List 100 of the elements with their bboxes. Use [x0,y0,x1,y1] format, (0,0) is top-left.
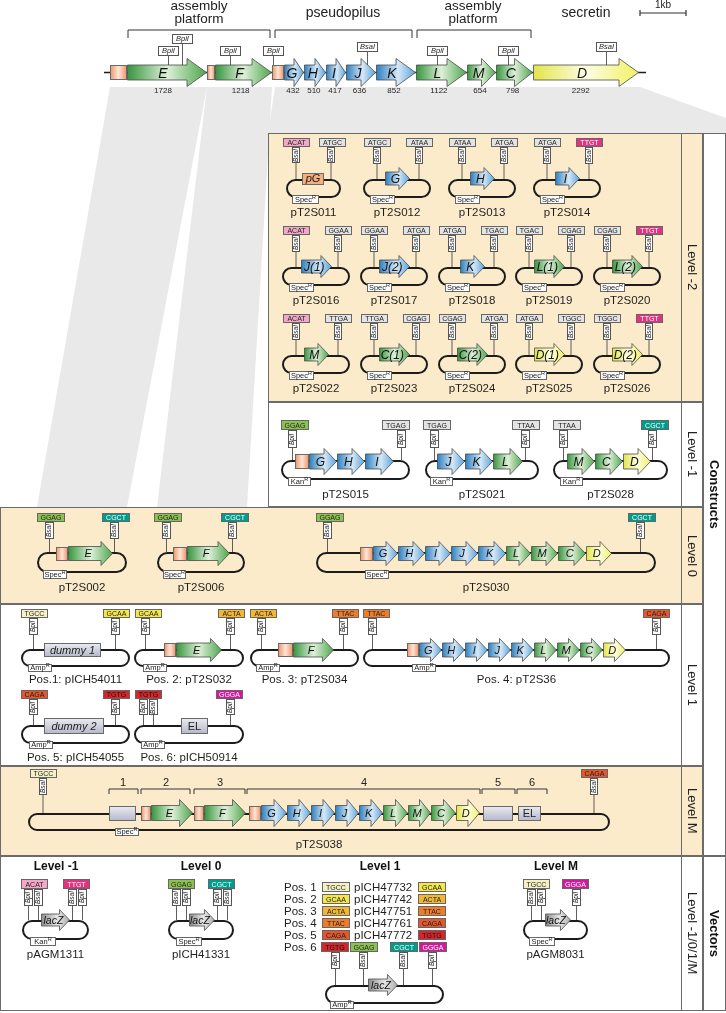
gene-symbol: K [460,255,485,278]
promoter-block [173,546,187,561]
gene-symbol: lacZ [545,909,571,931]
gene-block: dummy 2 [44,718,104,734]
gene-symbol: C(1) [379,343,410,366]
gene-length: 798 [505,87,520,95]
gene-symbol: D [586,541,612,566]
gene-symbol: C [496,58,533,87]
gene-block: EL [518,805,541,821]
gene-symbol: M [557,638,580,662]
leader-line [570,339,572,356]
gene-symbol: H [287,799,311,827]
gene-symbol: H [304,58,326,87]
leader-line [418,163,420,180]
leader-line [42,794,44,814]
gene-symbol: D [533,58,639,87]
leader-line [508,55,509,66]
plasmid-name: pT2S013 [458,207,506,219]
plasmid-name: pT2S025 [525,383,573,395]
promoter-block [407,643,419,657]
segment-number: 5 [494,777,502,788]
plasmid-name: pT2S022 [292,383,340,395]
table-text: pICH47761 [354,917,413,930]
leader-line [376,163,378,180]
gene-symbol: F [187,541,230,566]
leader-line [114,538,115,553]
gene-length: 2292 [571,87,590,95]
plasmid-name: pT2S017 [370,295,418,307]
scale-label: 1kb [654,0,672,10]
plasmid-name: pT2S015 [322,489,369,501]
gene-length: 510 [307,87,321,95]
leader-line [166,538,167,553]
gene-symbol: K [359,799,383,827]
leader-line [606,339,608,356]
plasmid-name: pT2S006 [177,582,225,594]
leader-line [656,634,657,650]
leader-line [367,51,368,66]
gene-symbol: L [493,448,523,475]
leader-line [28,905,29,921]
promoter-block [360,546,373,561]
gene-length: 636 [352,87,367,95]
gene-symbol: H [398,541,425,566]
vector-heading: Level 0 [180,860,222,872]
promoter-block [249,805,261,821]
gene-symbol: C [558,541,586,566]
gene-symbol: K [376,58,416,87]
gene-symbol: G [261,799,287,827]
vector-heading: Level 1 [359,860,401,872]
gene-symbol: lacZ [368,974,398,996]
plasmid-name: pT2S019 [525,295,573,307]
section-label: Vectors [708,910,721,957]
vector-heading: Level M [534,860,578,872]
leader-line [546,163,548,180]
promoter-block [141,805,151,821]
gene-symbol: M [408,799,431,827]
leader-line [373,251,375,268]
plasmid-name: pT2S020 [603,295,651,307]
gene-symbol: J [488,638,511,662]
gene-symbol: D [603,638,626,662]
gene-symbol: G [419,638,442,662]
gene-symbol: J(1) [301,255,332,278]
leader-line [168,55,169,66]
leader-line [525,447,526,461]
gene-symbol: M [531,541,558,566]
table-text: Pos. 3 [284,904,317,918]
leader-line [273,55,274,66]
leader-line [648,339,650,356]
gene-symbol: M [467,58,496,87]
plasmid-name: pT2S011 [290,207,337,219]
table-text: pICH47772 [354,929,413,942]
gene-symbol: lacZ [189,909,215,931]
gene-symbol: L(1) [534,255,565,278]
leader-line [451,339,453,356]
table-text: pICH47751 [354,905,413,918]
gene-symbol: D(1) [534,343,565,366]
leader-line [335,968,336,986]
leader-line [372,634,373,650]
plasmid-name: pT2S021 [458,489,506,501]
plasmid-name: pT2S024 [448,383,496,395]
plasmid-name: pT2S016 [292,295,340,307]
leader-line [115,634,116,650]
gene-symbol: J [451,541,478,566]
vector-heading: Level -1 [33,860,79,872]
promoter-block [194,805,204,821]
plasmid-name: pT2S023 [370,383,418,395]
leader-line [153,714,154,726]
leader-line [528,251,530,268]
leader-line [343,634,344,650]
segment-number: 1 [119,777,127,788]
plasmid-name: pT2S018 [448,295,496,307]
plasmid-name: pT2S012 [373,207,421,219]
leader-line [648,251,650,268]
leader-line [401,447,402,461]
gene-length: 852 [387,87,401,95]
leader-line [72,905,73,921]
gene-symbol: I [555,167,580,190]
leader-line [434,447,435,461]
leader-line [563,447,564,461]
leader-line [232,538,233,553]
table-text: Pos. 4 [284,916,317,930]
